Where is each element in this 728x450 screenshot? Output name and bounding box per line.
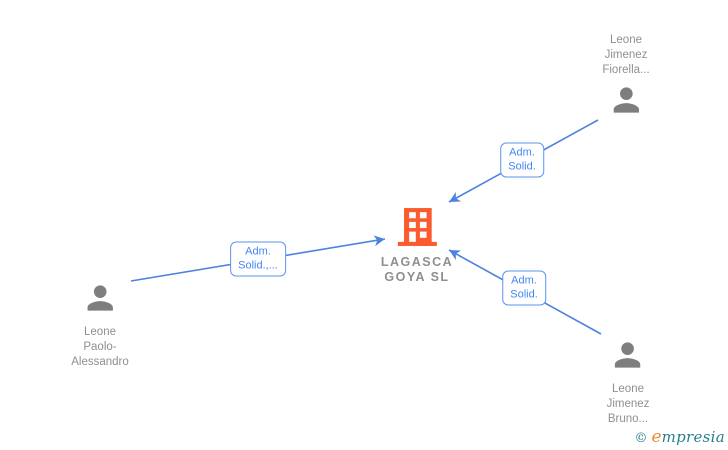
edge-label-fiorella[interactable]: Adm. Solid.	[500, 142, 544, 178]
edge-label-paolo[interactable]: Adm. Solid.,...	[230, 241, 286, 277]
person-name-line: Paolo-	[83, 341, 117, 353]
empresia-watermark: ©empresia	[635, 427, 725, 447]
person-name-line: Leone	[84, 326, 116, 338]
building-icon	[397, 206, 438, 252]
edge-label-line: Solid.,...	[238, 259, 278, 272]
company-name-line: LAGASCA	[380, 255, 454, 269]
person-node-bruno[interactable]: Leone Jimenez Bruno...	[607, 336, 650, 427]
person-name: Leone Jimenez Fiorella...	[602, 33, 649, 78]
person-name-line: Leone	[612, 383, 644, 395]
edge-label-line: Solid.	[510, 288, 538, 301]
edge-label-line: Adm.	[245, 245, 271, 258]
person-name-line: Alessandro	[71, 356, 129, 368]
copyright-symbol: ©	[634, 431, 648, 446]
edge-label-bruno[interactable]: Adm. Solid.	[502, 270, 546, 306]
person-name-line: Bruno...	[607, 413, 649, 425]
edge-label-line: Adm.	[511, 274, 537, 287]
person-name: Leone Paolo- Alessandro	[71, 325, 129, 370]
person-icon	[607, 81, 645, 124]
person-icon	[81, 279, 119, 322]
edge-label-line: Solid.	[508, 160, 536, 173]
person-node-fiorella[interactable]: Leone Jimenez Fiorella...	[602, 33, 650, 124]
company-node[interactable]: LAGASCA GOYA SL	[381, 206, 453, 284]
brand-initial: e	[651, 427, 662, 447]
person-name: Leone Jimenez Bruno...	[607, 382, 650, 427]
person-name-line: Jimenez	[604, 49, 648, 61]
company-name-line: GOYA SL	[384, 269, 450, 284]
person-node-paolo[interactable]: Leone Paolo- Alessandro	[71, 279, 129, 370]
person-name-line: Fiorella...	[602, 64, 650, 76]
brand-text: mpresia	[661, 428, 725, 446]
person-name-line: Leone	[610, 34, 642, 46]
person-name-line: Jimenez	[606, 398, 650, 410]
person-icon	[609, 336, 647, 379]
edge-label-line: Adm.	[509, 146, 535, 159]
company-name: LAGASCA GOYA SL	[381, 255, 453, 284]
